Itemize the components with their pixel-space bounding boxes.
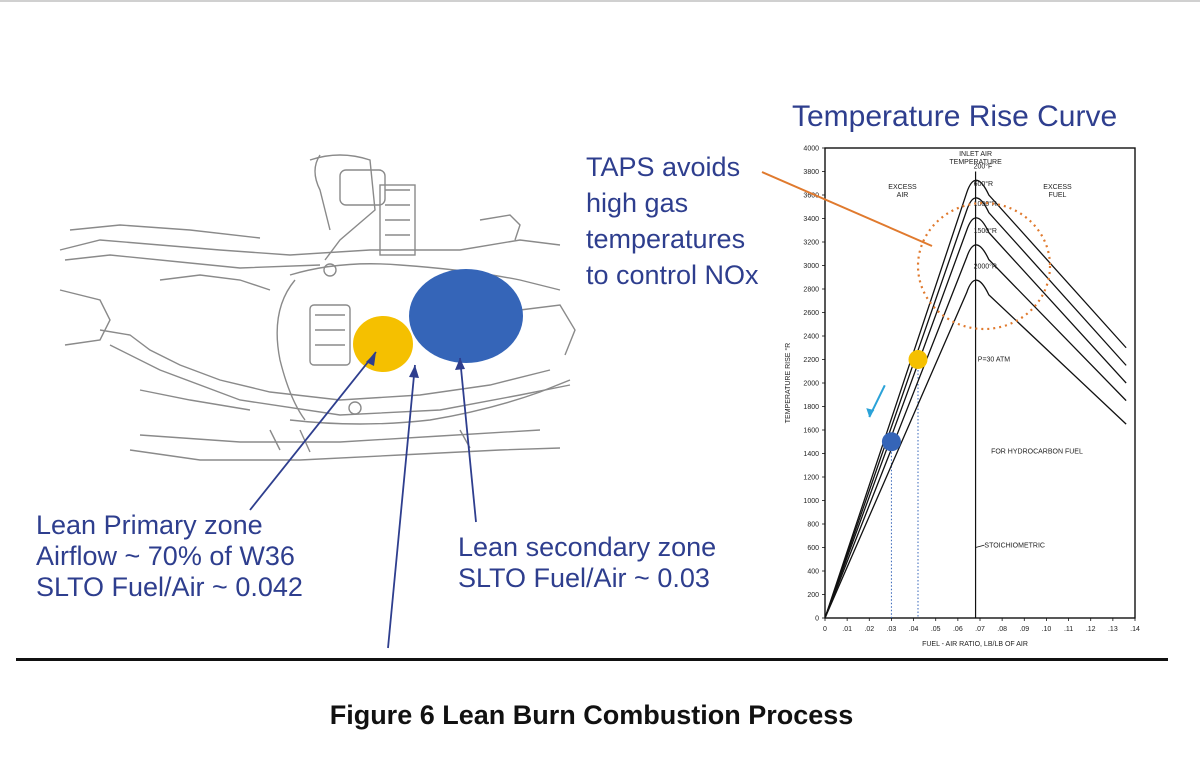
- primary-zone-ellipse: [353, 316, 413, 372]
- inlet-air-label: TEMPERATURE: [949, 159, 1002, 166]
- primary-zone-marker: [908, 350, 928, 369]
- series-label: 1500°R: [974, 227, 997, 235]
- combustor-cross-section: [59, 154, 576, 461]
- x-tick-label: .04: [909, 626, 919, 633]
- secondary-pointer-line: [459, 357, 477, 523]
- secondary-pointer-arrowhead: [455, 358, 465, 370]
- x-tick-label: .09: [1019, 626, 1029, 633]
- series-label: 1000°R: [974, 200, 997, 208]
- primary-pointer-arrowhead: [366, 352, 376, 366]
- x-tick-label: .11: [1064, 626, 1073, 633]
- x-tick-label: .08: [997, 626, 1007, 633]
- stoich-pointer: [975, 544, 985, 548]
- x-tick-label: .05: [931, 626, 941, 633]
- x-tick-label: .07: [975, 626, 985, 633]
- primary-line-2: Airflow ~ 70% of W36: [36, 541, 295, 571]
- y-tick-label: 2400: [803, 334, 819, 341]
- excess-fuel-label: FUEL: [1049, 192, 1067, 199]
- primary-pointer-line: [249, 351, 377, 511]
- y-tick-label: 3200: [803, 240, 819, 247]
- inlet-air-label: INLET AIR: [959, 151, 992, 158]
- y-tick-label: 600: [807, 545, 819, 552]
- series-curve: [824, 217, 1127, 619]
- x-tick-label: .10: [1042, 626, 1052, 633]
- x-tick-label: .03: [887, 626, 897, 633]
- fuel-note-label: FOR HYDROCARBON FUEL: [991, 449, 1083, 456]
- figure-caption: Figure 6 Lean Burn Combustion Process: [329, 700, 854, 730]
- y-tick-label: 1000: [803, 498, 819, 505]
- taps-line-1: TAPS avoids: [586, 152, 741, 182]
- y-tick-label: 0: [815, 616, 819, 623]
- series-curve: [824, 244, 1127, 619]
- x-tick-label: .06: [953, 626, 963, 633]
- y-tick-label: 3400: [803, 216, 819, 223]
- x-tick-label: .02: [864, 626, 874, 633]
- caption-rule: [16, 658, 1168, 661]
- y-tick-label: 3800: [803, 169, 819, 176]
- secondary-line-1: Lean secondary zone: [458, 532, 717, 562]
- series-label: 200°F: [974, 163, 993, 171]
- temperature-rise-chart: 0 200 400 600 800 1000 1200 1400 1600 1800 2000 220…: [784, 146, 1140, 649]
- series-label: 600°R: [974, 180, 994, 188]
- primary-line-3: SLTO Fuel/Air ~ 0.042: [36, 572, 303, 602]
- y-tick-label: 1600: [803, 428, 819, 435]
- secondary-zone-annotation: Lean secondary zone SLTO Fuel/Air ~ 0.03: [458, 532, 716, 594]
- direction-arrow-head: [866, 408, 875, 418]
- x-tick-label: .13: [1108, 626, 1118, 633]
- series-label: 2000°R: [974, 262, 997, 270]
- stoich-label: STOICHIOMETRIC: [984, 543, 1045, 550]
- x-tick-label: 0: [823, 626, 827, 633]
- center-pointer-line: [387, 364, 416, 649]
- y-tick-label: 1400: [803, 451, 819, 458]
- secondary-zone-ellipse: [409, 269, 523, 363]
- y-tick-label: 2600: [803, 310, 819, 317]
- y-tick-label: 2800: [803, 287, 819, 294]
- taps-line-4: to control NOx: [586, 260, 759, 290]
- x-tick-label: .01: [842, 626, 852, 633]
- excess-air-label: AIR: [897, 192, 909, 199]
- y-tick-label: 200: [807, 592, 819, 599]
- y-tick-label: 3600: [803, 193, 819, 200]
- series-curve: [824, 179, 1127, 619]
- y-tick-label: 3000: [803, 263, 819, 270]
- secondary-line-2: SLTO Fuel/Air ~ 0.03: [458, 563, 710, 593]
- taps-annotation: TAPS avoids high gas temperatures to con…: [586, 152, 759, 291]
- y-tick-label: 2000: [803, 381, 819, 388]
- secondary-zone-marker: [881, 432, 901, 452]
- primary-zone-annotation: Lean Primary zone Airflow ~ 70% of W36 S…: [36, 510, 303, 603]
- taps-leader-line: [761, 171, 933, 247]
- y-tick-label: 1200: [803, 475, 819, 482]
- y-tick-label: 2200: [803, 357, 819, 364]
- taps-line-3: temperatures: [586, 224, 746, 254]
- top-border: [0, 0, 1200, 2]
- series-curve: [824, 279, 1127, 619]
- primary-line-1: Lean Primary zone: [36, 510, 263, 540]
- taps-dotted-circle: [916, 201, 1052, 331]
- y-tick-label: 400: [807, 569, 819, 576]
- series-curve: [824, 197, 1127, 619]
- y-axis-label: TEMPERATURE RISE °R: [784, 343, 792, 423]
- x-tick-label: .12: [1086, 626, 1096, 633]
- excess-air-label: EXCESS: [888, 184, 917, 191]
- y-tick-label: 800: [807, 522, 819, 529]
- pressure-label: P=30 ATM: [978, 357, 1011, 364]
- x-tick-label: .14: [1130, 626, 1140, 633]
- excess-fuel-label: EXCESS: [1043, 184, 1072, 191]
- y-tick-label: 1800: [803, 404, 819, 411]
- chart-title: Temperature Rise Curve: [792, 100, 1118, 133]
- y-tick-label: 4000: [803, 146, 819, 153]
- taps-line-2: high gas: [586, 188, 689, 218]
- x-axis-label: FUEL - AIR RATIO, LB/LB OF AIR: [922, 641, 1028, 648]
- center-pointer-arrowhead: [409, 365, 419, 378]
